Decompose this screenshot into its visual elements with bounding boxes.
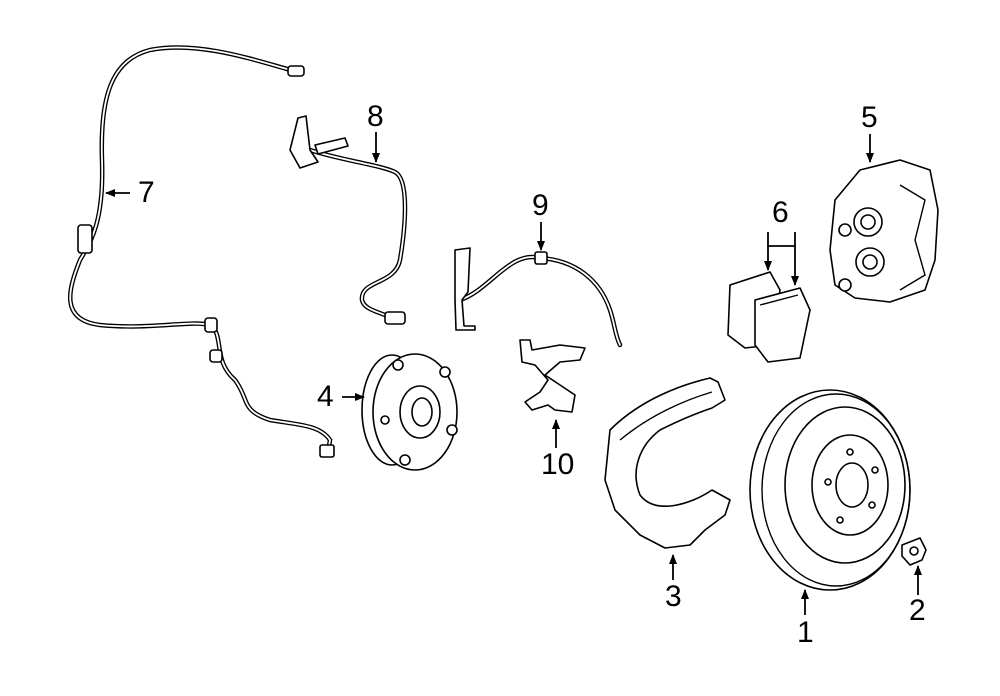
callout-1: 1 (797, 616, 814, 649)
callout-2: 2 (909, 594, 926, 627)
splash-shield-drawing (604, 377, 731, 549)
callout-6: 6 (772, 196, 789, 229)
caliper-drawing (829, 159, 939, 303)
rotor-drawing (749, 389, 911, 591)
wear-sensor-drawing (289, 115, 408, 325)
rotor-screw-drawing (901, 537, 927, 566)
callout-5: 5 (861, 101, 878, 134)
abs-sensor-cable-drawing (68, 45, 335, 458)
callout-8: 8 (367, 100, 384, 133)
callout-9: 9 (532, 189, 549, 222)
callout-7: 7 (138, 176, 155, 209)
callout-4: 4 (317, 380, 334, 413)
bracket-drawing (519, 339, 586, 413)
brake-hose-drawing (454, 247, 623, 348)
leader-arrows (105, 132, 922, 615)
callout-3: 3 (665, 580, 682, 613)
brake-pads-drawing (727, 271, 811, 363)
callout-10: 10 (541, 448, 575, 481)
hub-bearing-drawing (361, 353, 458, 471)
